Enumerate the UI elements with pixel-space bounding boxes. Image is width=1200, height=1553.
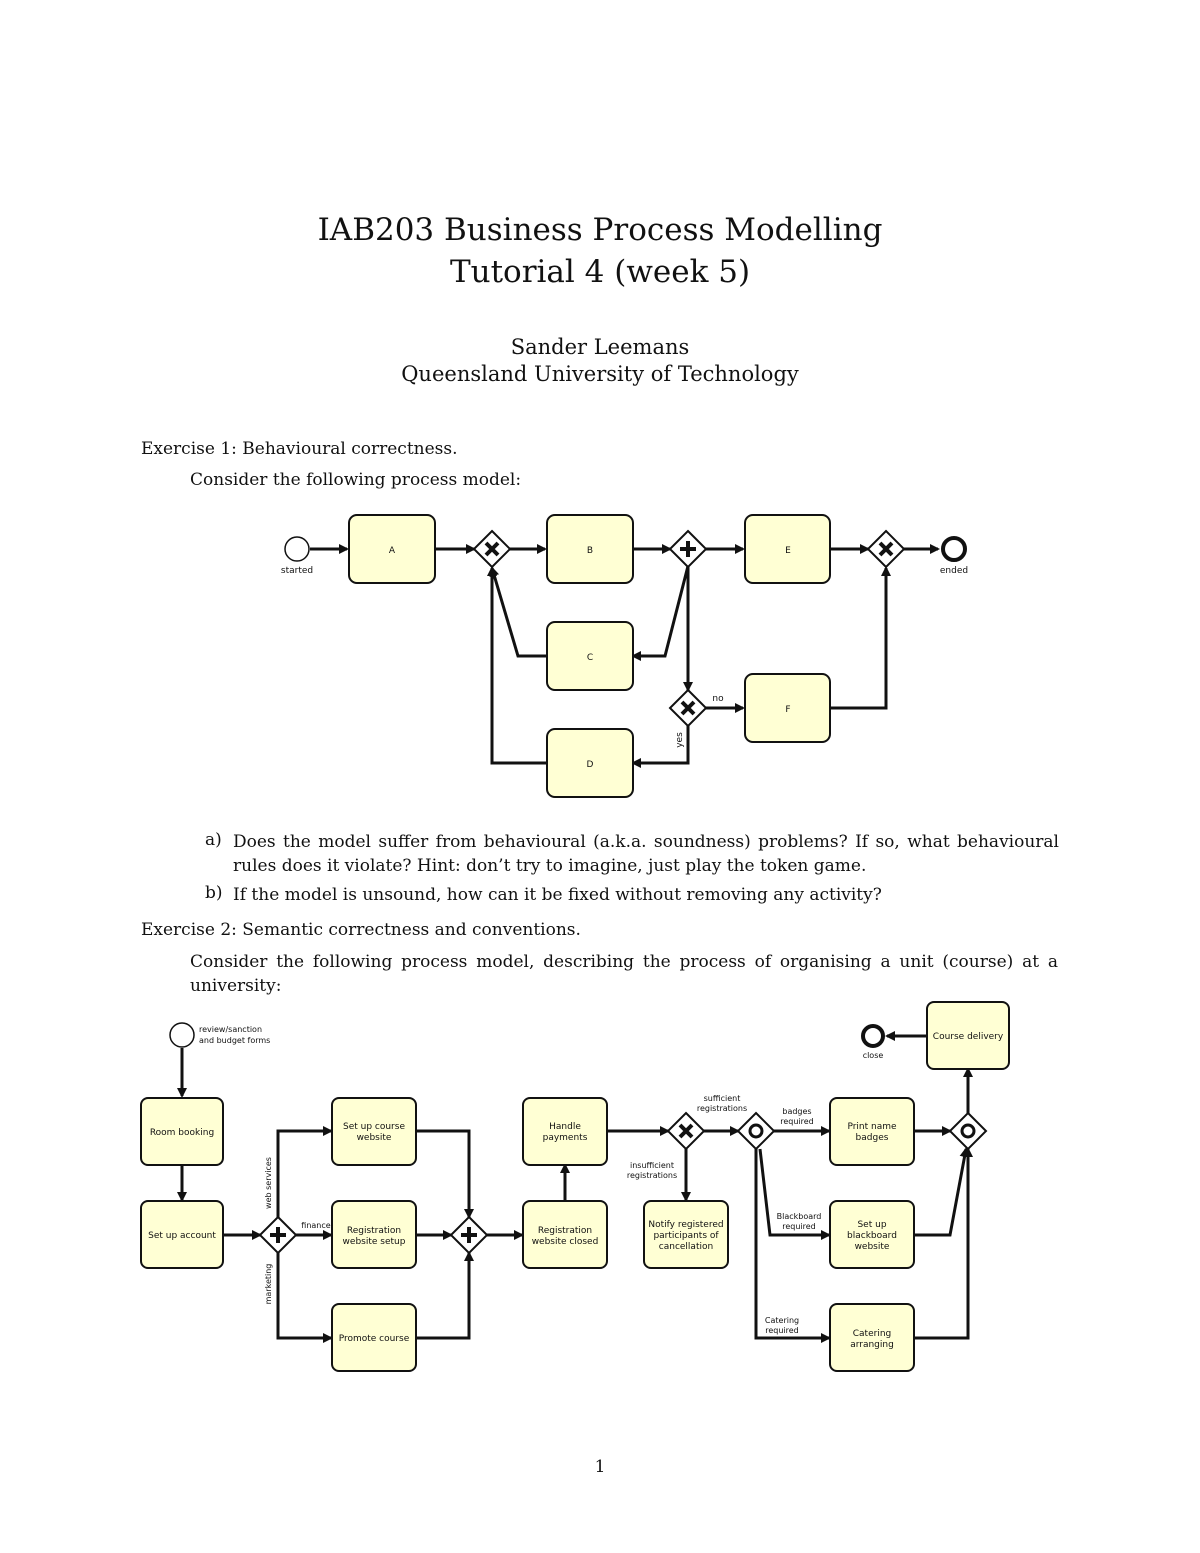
ex2-task-set-up-blackboard: Set up blackboard website bbox=[829, 1200, 915, 1269]
ex2-task-registration-website-closed: Registration website closed bbox=[522, 1200, 608, 1269]
ex2-task-ca-line1: Catering bbox=[853, 1329, 891, 1339]
ex2-task-sub-line3: website bbox=[855, 1242, 890, 1252]
ex1-end-label: ended bbox=[940, 566, 968, 576]
ex1-task-b-label: B bbox=[587, 546, 593, 556]
ex1-task-f-label: F bbox=[785, 705, 790, 715]
ex2-and-gateway-join bbox=[449, 1215, 489, 1255]
ex1-start-label: started bbox=[281, 566, 313, 576]
ex2-edge-label-insufficient-1: insufficient bbox=[630, 1161, 674, 1170]
ex1-task-c: C bbox=[546, 621, 634, 691]
ex2-or-gateway-split bbox=[736, 1111, 776, 1151]
ex2-task-handle-payments: Handle payments bbox=[522, 1097, 608, 1166]
page-number: 1 bbox=[594, 1457, 606, 1477]
ex2-task-promote-course: Promote course bbox=[331, 1303, 417, 1372]
ex1-edge-label-yes: yes bbox=[675, 732, 685, 748]
ex2-end-label: close bbox=[863, 1051, 884, 1060]
ex1-task-f: F bbox=[744, 673, 831, 743]
ex2-task-scw-line1: Set up course bbox=[343, 1122, 405, 1132]
exercise2-intro: Consider the following process model, de… bbox=[190, 952, 1058, 996]
ex2-edge-label-blackboard-2: required bbox=[782, 1222, 816, 1231]
ex2-task-set-up-account: Set up account bbox=[140, 1200, 224, 1269]
document-title: IAB203 Business Process Modelling bbox=[317, 212, 883, 248]
ex2-task-course-delivery: Course delivery bbox=[926, 1001, 1010, 1070]
ex2-task-ca-line2: arranging bbox=[850, 1340, 894, 1350]
ex2-edge-label-web-services: web services bbox=[264, 1157, 273, 1209]
ex2-task-pnb-line2: badges bbox=[856, 1133, 889, 1143]
ex2-sequence-flows bbox=[177, 1031, 973, 1343]
ex2-and-gateway-split bbox=[258, 1215, 298, 1255]
ex2-task-rws-line2: website setup bbox=[343, 1237, 406, 1247]
document-subtitle: Tutorial 4 (week 5) bbox=[449, 254, 751, 290]
ex2-edge-label-catering-2: required bbox=[765, 1326, 799, 1335]
ex2-edge-label-blackboard-1: Blackboard bbox=[777, 1212, 822, 1221]
ex1-task-d: D bbox=[546, 728, 634, 798]
ex2-task-np-line2: participants of bbox=[653, 1231, 719, 1241]
ex2-edge-label-insufficient-2: registrations bbox=[627, 1171, 677, 1180]
question-a-label: a) bbox=[205, 830, 222, 850]
question-a-text: Does the model suffer from behavioural (… bbox=[233, 832, 1059, 876]
ex2-task-set-up-course-website: Set up course website bbox=[331, 1097, 417, 1166]
ex2-edge-label-catering-1: Catering bbox=[765, 1316, 799, 1325]
ex2-edge-label-badges-1: badges bbox=[782, 1107, 811, 1116]
ex2-start-label-line2: and budget forms bbox=[199, 1036, 270, 1045]
exercise1-heading: Exercise 1: Behavioural correctness. bbox=[141, 439, 458, 459]
ex2-task-course-delivery-label: Course delivery bbox=[933, 1032, 1004, 1042]
ex1-task-d-label: D bbox=[587, 760, 594, 770]
ex2-task-pnb-line1: Print name bbox=[847, 1122, 897, 1132]
ex1-and-gateway-split bbox=[668, 529, 708, 569]
ex2-task-rwc-line2: website closed bbox=[532, 1237, 599, 1247]
ex2-end-event bbox=[861, 1024, 885, 1048]
question-b-text: If the model is unsound, how can it be f… bbox=[233, 885, 882, 905]
ex2-edge-label-badges-2: required bbox=[780, 1117, 814, 1126]
ex1-edge-label-no: no bbox=[712, 694, 724, 704]
ex2-task-sub-line2: blackboard bbox=[847, 1231, 897, 1241]
ex2-start-event bbox=[169, 1022, 195, 1048]
ex1-task-a-label: A bbox=[389, 546, 396, 556]
ex2-task-scw-line2: website bbox=[357, 1133, 392, 1143]
ex1-xor-gateway-join bbox=[866, 529, 906, 569]
ex1-task-b: B bbox=[546, 514, 634, 584]
ex1-sequence-flows bbox=[310, 544, 940, 768]
ex2-edge-label-sufficient-1: sufficient bbox=[704, 1094, 741, 1103]
ex1-task-e: E bbox=[744, 514, 831, 584]
exercise1-intro: Consider the following process model: bbox=[190, 470, 522, 490]
question-b-label: b) bbox=[205, 883, 223, 903]
ex2-task-np-line3: cancellation bbox=[659, 1242, 713, 1252]
ex2-task-rwc-line1: Registration bbox=[538, 1226, 592, 1236]
ex2-task-print-name-badges: Print name badges bbox=[829, 1097, 915, 1166]
ex2-task-sub-line1: Set up bbox=[857, 1220, 886, 1230]
ex1-xor-gateway-merge bbox=[472, 529, 512, 569]
ex2-task-promote-course-label: Promote course bbox=[339, 1334, 410, 1344]
ex2-task-registration-website-setup: Registration website setup bbox=[331, 1200, 417, 1269]
ex2-edge-label-marketing: marketing bbox=[264, 1264, 273, 1305]
author-affiliation: Queensland University of Technology bbox=[401, 362, 799, 386]
ex1-task-a: A bbox=[348, 514, 436, 584]
ex2-task-catering-arranging: Catering arranging bbox=[829, 1303, 915, 1372]
ex2-task-room-booking: Room booking bbox=[140, 1097, 224, 1166]
ex2-task-set-up-account-label: Set up account bbox=[148, 1231, 216, 1241]
ex2-edge-label-finance: finance bbox=[301, 1221, 330, 1230]
ex2-task-hp-line1: Handle bbox=[549, 1122, 581, 1132]
ex2-xor-gateway-registrations bbox=[666, 1111, 706, 1151]
ex1-task-e-label: E bbox=[785, 546, 791, 556]
ex2-task-notify-participants: Notify registered participants of cancel… bbox=[643, 1200, 729, 1269]
ex2-edge-label-sufficient-2: registrations bbox=[697, 1104, 747, 1113]
ex1-xor-gateway-decision bbox=[668, 688, 708, 728]
ex2-start-label-line1: review/sanction bbox=[199, 1025, 262, 1034]
ex2-task-rws-line1: Registration bbox=[347, 1226, 401, 1236]
ex2-or-gateway-join bbox=[948, 1111, 988, 1151]
author-name: Sander Leemans bbox=[510, 335, 690, 359]
ex2-task-room-booking-label: Room booking bbox=[150, 1128, 214, 1138]
ex1-end-event bbox=[941, 536, 967, 562]
ex1-task-c-label: C bbox=[587, 653, 593, 663]
ex2-task-hp-line2: payments bbox=[543, 1133, 588, 1143]
ex1-start-event bbox=[284, 536, 310, 562]
ex2-task-np-line1: Notify registered bbox=[648, 1220, 723, 1230]
exercise2-heading: Exercise 2: Semantic correctness and con… bbox=[141, 920, 581, 940]
